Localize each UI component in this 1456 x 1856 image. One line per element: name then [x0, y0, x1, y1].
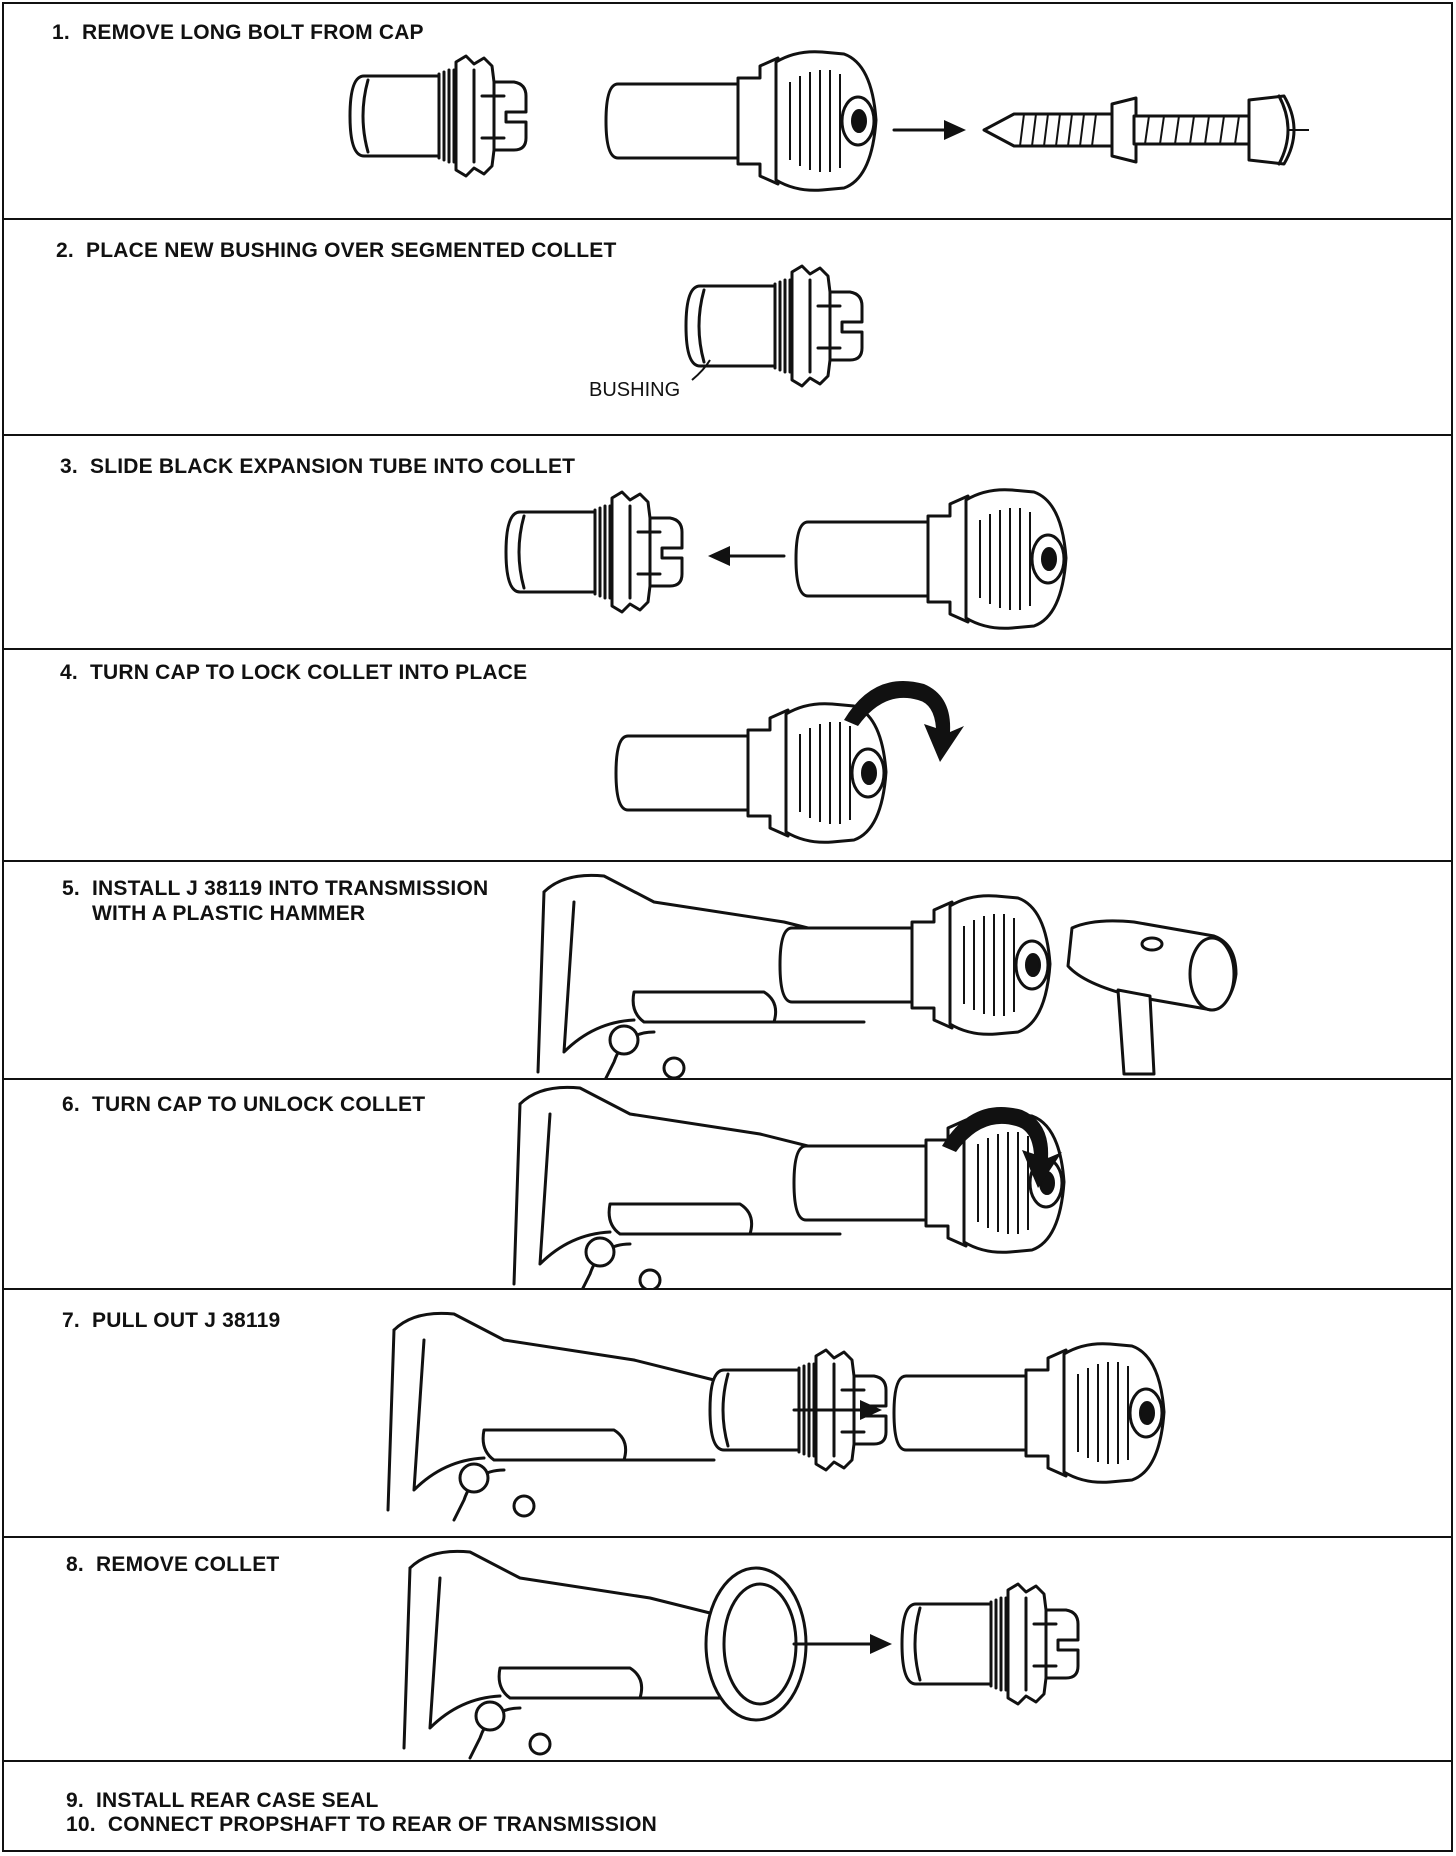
step-6-illustration: [512, 1085, 1066, 1288]
step-3-text: SLIDE BLACK EXPANSION TUBE INTO COLLET: [90, 455, 576, 478]
bushing-callout: BUSHING: [589, 379, 680, 401]
step-3-label: 3. SLIDE BLACK EXPANSION TUBE INTO COLLE…: [60, 454, 575, 479]
segmented-collet-icon: [900, 1582, 1080, 1706]
step-5-text: INSTALL J 38119 INTO TRANSMISSION: [92, 877, 489, 900]
step-7-panel: 7. PULL OUT J 38119: [4, 1290, 1451, 1538]
step-4-number: 4.: [60, 661, 78, 684]
step-10-number: 10.: [66, 1813, 96, 1836]
step-4-text: TURN CAP TO LOCK COLLET INTO PLACE: [90, 661, 528, 684]
step-9-label: 9. INSTALL REAR CASE SEAL: [66, 1788, 378, 1813]
step-9-10-panel: 9. INSTALL REAR CASE SEAL 10. CONNECT PR…: [4, 1762, 1451, 1850]
step-10-text: CONNECT PROPSHAFT TO REAR OF TRANSMISSIO…: [107, 1813, 658, 1836]
step-2-panel: 2. PLACE NEW BUSHING OVER SEGMENTED COLL…: [4, 220, 1451, 436]
step-9-text: INSTALL REAR CASE SEAL: [96, 1789, 379, 1812]
transmission-housing-icon: [512, 1085, 842, 1288]
expansion-tube-cap-icon: [792, 1112, 1066, 1254]
step-1-text: REMOVE LONG BOLT FROM CAP: [82, 21, 424, 44]
expansion-tube-cap-icon: [794, 488, 1068, 630]
step-2-text: PLACE NEW BUSHING OVER SEGMENTED COLLET: [86, 239, 617, 262]
step-5-text-line-2: WITH A PLASTIC HAMMER: [92, 902, 366, 926]
step-7-label: 7. PULL OUT J 38119: [62, 1308, 280, 1333]
step-8-number: 8.: [66, 1553, 84, 1576]
step-1-number: 1.: [52, 21, 70, 44]
expansion-tube-cap-icon: [614, 702, 888, 844]
step-4-label: 4. TURN CAP TO LOCK COLLET INTO PLACE: [60, 660, 527, 685]
segmented-collet-icon: [504, 490, 684, 614]
transmission-housing-icon: [386, 1311, 716, 1522]
step-1-panel: 1. REMOVE LONG BOLT FROM CAP: [4, 4, 1451, 220]
step-2-label: 2. PLACE NEW BUSHING OVER SEGMENTED COLL…: [56, 238, 617, 263]
step-3-illustration: [504, 488, 1068, 630]
step-9-number: 9.: [66, 1789, 84, 1812]
step-7-text: PULL OUT J 38119: [92, 1309, 281, 1332]
step-6-number: 6.: [62, 1093, 80, 1116]
step-3-number: 3.: [60, 455, 78, 478]
expansion-tube-cap-icon: [892, 1342, 1166, 1484]
step-7-number: 7.: [62, 1309, 80, 1332]
step-8-text: REMOVE COLLET: [96, 1553, 280, 1576]
expansion-tube-cap-icon: [778, 894, 1052, 1036]
step-8-illustration: [402, 1549, 1080, 1760]
transmission-housing-icon: [402, 1549, 732, 1760]
long-bolt-icon: [982, 94, 1309, 166]
step-8-label: 8. REMOVE COLLET: [66, 1552, 279, 1577]
rear-case-seal-icon: [704, 1566, 808, 1722]
step-4-illustration: [614, 680, 964, 844]
expansion-tube-cap-icon: [604, 50, 878, 192]
step-2-number: 2.: [56, 239, 74, 262]
step-10-label: 10. CONNECT PROPSHAFT TO REAR OF TRANSMI…: [66, 1812, 657, 1837]
step-1-illustration: [348, 50, 1309, 192]
segmented-collet-icon: [684, 264, 864, 388]
step-7-illustration: [386, 1311, 1166, 1522]
step-6-text: TURN CAP TO UNLOCK COLLET: [92, 1093, 426, 1116]
step-5-panel: 5. INSTALL J 38119 INTO TRANSMISSION WIT…: [4, 862, 1451, 1080]
step-6-panel: 6. TURN CAP TO UNLOCK COLLET: [4, 1080, 1451, 1290]
step-3-panel: 3. SLIDE BLACK EXPANSION TUBE INTO COLLE…: [4, 436, 1451, 650]
segmented-collet-icon: [348, 54, 528, 178]
step-5-illustration: [536, 873, 1238, 1078]
plastic-hammer-icon: [1066, 919, 1238, 1076]
step-5-label: 5. INSTALL J 38119 INTO TRANSMISSION WIT…: [62, 876, 488, 926]
step-5-number: 5.: [62, 877, 80, 900]
step-2-illustration: BUSHING: [589, 264, 864, 401]
step-4-panel: 4. TURN CAP TO LOCK COLLET INTO PLACE: [4, 650, 1451, 862]
step-8-panel: 8. REMOVE COLLET: [4, 1538, 1451, 1762]
step-6-label: 6. TURN CAP TO UNLOCK COLLET: [62, 1092, 425, 1117]
step-1-label: 1. REMOVE LONG BOLT FROM CAP: [52, 20, 424, 45]
